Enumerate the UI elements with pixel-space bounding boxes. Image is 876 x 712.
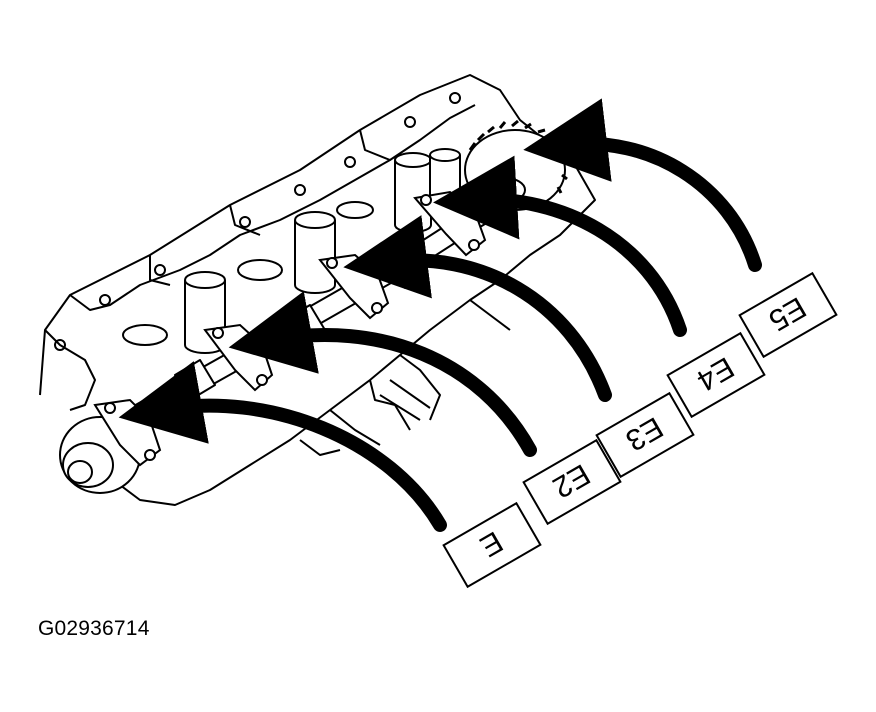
arrow-to-cap-e4 [433,155,687,337]
cap-label-e4: E4 [666,331,766,419]
arrow-to-cap-e [118,361,447,532]
arrow-to-cap-e5 [523,98,762,272]
cap-label-e5: E5 [738,271,838,359]
cap-label-e2: E2 [522,438,622,526]
cap-label-e3: E3 [595,391,695,479]
indicator-arrows [118,98,762,532]
arrow-to-cap-e3 [343,215,612,402]
figure-id: G02936714 [38,617,150,640]
cap-label-e: E [442,501,542,589]
arrow-to-cap-e2 [228,291,537,457]
